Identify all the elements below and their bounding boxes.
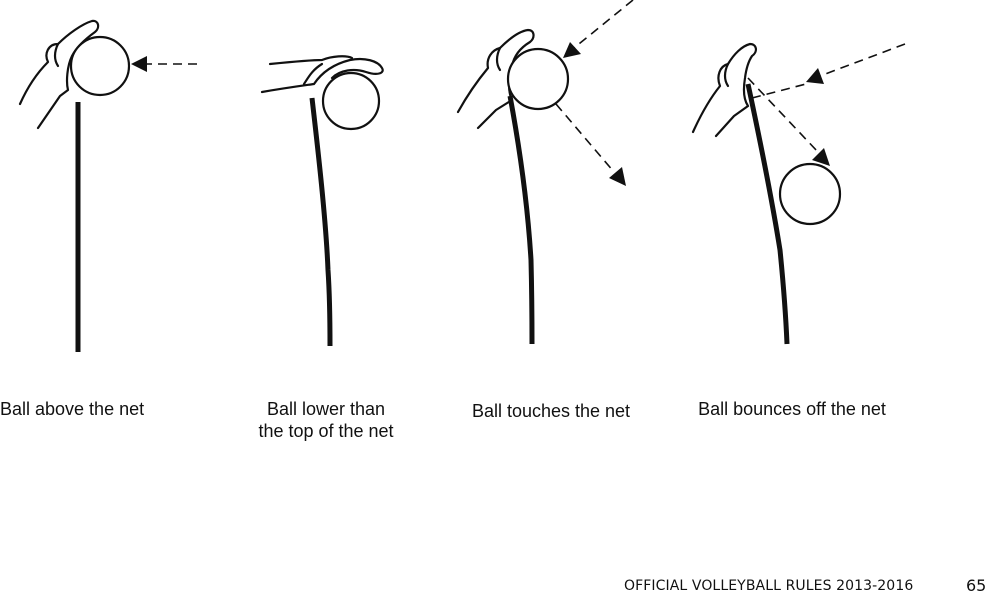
ball-trajectory-outgoing — [555, 103, 615, 173]
ball-trajectory-outgoing — [747, 77, 819, 153]
ball — [778, 162, 842, 226]
caption-ball-touches-net: Ball touches the net — [456, 400, 646, 422]
blocker-hand — [260, 57, 384, 94]
figure-ball-touches-net — [456, 0, 634, 345]
trajectory-arrowhead — [806, 68, 824, 84]
caption-ball-above-net: Ball above the net — [0, 398, 160, 420]
ball-trajectory-incoming — [573, 0, 634, 49]
ball-trajectory-incoming — [819, 43, 906, 77]
ball — [506, 47, 570, 111]
net-post — [309, 97, 333, 347]
trajectory-arrowhead — [609, 167, 626, 186]
figure-ball-above-net — [18, 19, 197, 352]
ball-trajectory-deflection — [751, 83, 807, 99]
trajectory-arrowhead — [563, 42, 581, 58]
caption-line: Ball touches the net — [471, 401, 631, 421]
trajectory-arrowhead — [131, 56, 147, 72]
ball — [321, 71, 381, 131]
footer-title: OFFICIAL VOLLEYBALL RULES 2013-2016 — [624, 578, 914, 594]
caption-line: Ball bounces off the net — [698, 399, 886, 419]
figure-ball-lower-than-net-top — [260, 55, 384, 347]
blocker-hand — [691, 42, 757, 138]
caption-ball-bounces-off-net: Ball bounces off the net — [680, 398, 904, 420]
net-post — [507, 95, 535, 345]
trajectory-arrowhead — [812, 148, 830, 166]
caption-line: Ball lower than — [266, 399, 386, 419]
caption-line: the top of the net — [258, 421, 394, 441]
ball — [69, 35, 131, 97]
figure-ball-bounces-off-net — [691, 42, 906, 345]
caption-ball-lower-than-net-top: Ball lower than the top of the net — [238, 398, 414, 442]
net-post — [745, 83, 790, 345]
caption-line: Ball above the net — [0, 399, 145, 419]
page-number: 65 — [966, 576, 987, 595]
net-contact-illustrations — [18, 0, 906, 352]
